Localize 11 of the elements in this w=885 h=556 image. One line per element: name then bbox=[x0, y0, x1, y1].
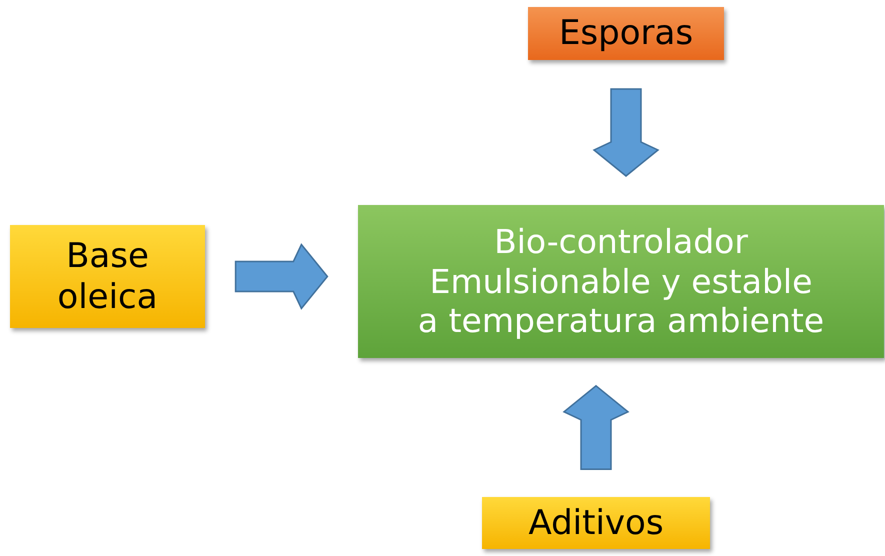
box-label: Esporas bbox=[558, 13, 694, 54]
box-label: Aditivos bbox=[528, 502, 664, 544]
box-label: Base oleica bbox=[56, 236, 159, 318]
box-label: Bio-controlador Emulsionable y estable a temperatura ambiente bbox=[417, 222, 825, 341]
process-box bbox=[528, 7, 724, 60]
block-arrow bbox=[234, 243, 328, 310]
process-box bbox=[482, 497, 710, 549]
process-box bbox=[10, 225, 205, 328]
block-arrow bbox=[592, 88, 660, 177]
block-arrow bbox=[562, 384, 630, 470]
process-box bbox=[358, 205, 884, 358]
